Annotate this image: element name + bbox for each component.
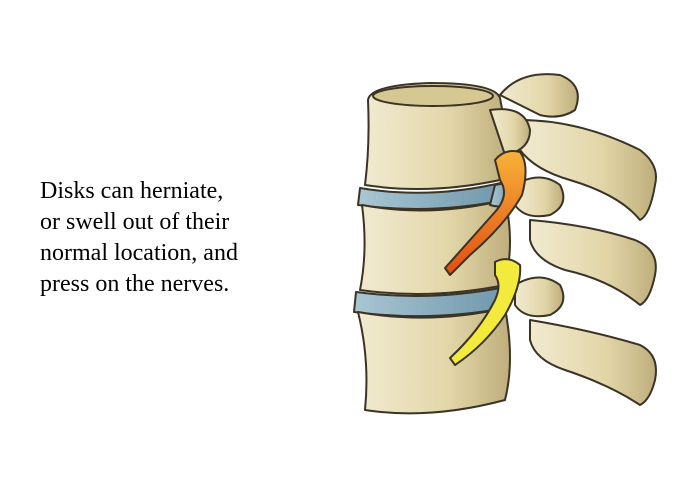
inflamed-nerve [444,150,527,276]
caption-line: or swell out of their [40,209,230,235]
spinous-process-top [499,73,657,221]
spinous-process-middle [514,176,657,306]
spinous-process-bottom [514,276,657,406]
caption-line: press on the nerves. [40,271,230,297]
vertebra-middle [359,199,511,295]
caption-line: Disks can herniate, [40,178,224,204]
nerve [449,258,522,366]
caption-text: Disks can herniate, or swell out of thei… [40,176,320,300]
caption-line: normal location, and [40,240,238,266]
